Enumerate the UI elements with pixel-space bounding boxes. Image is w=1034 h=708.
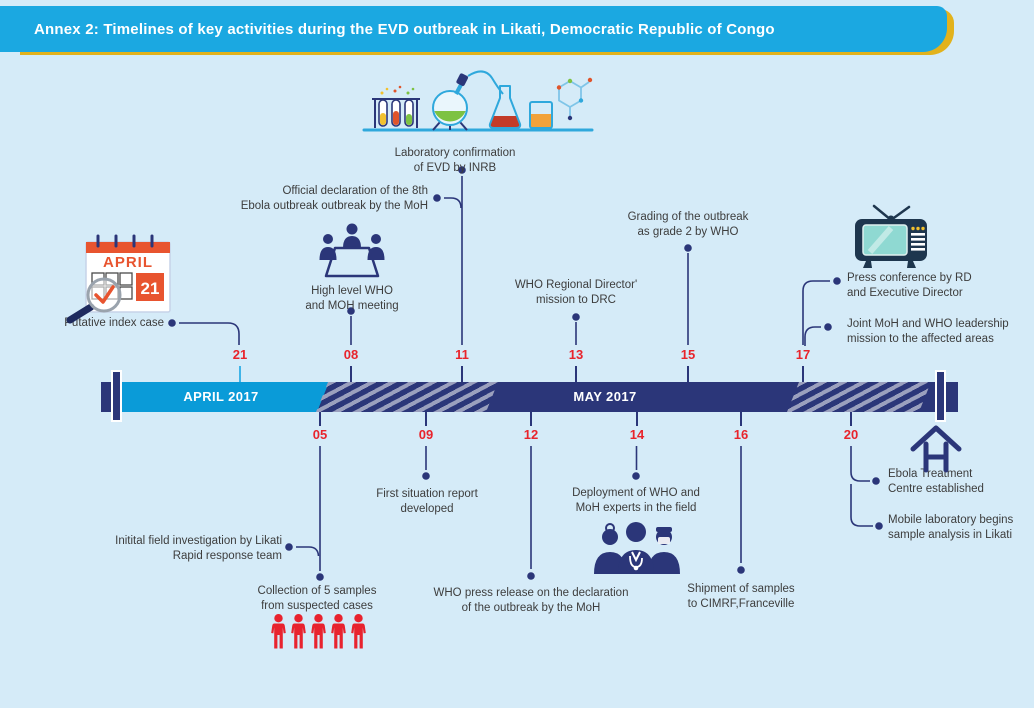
beaker (529, 101, 553, 129)
person-icon (311, 614, 326, 649)
event-label-field-investigation: Initital field investigation by Likati R… (115, 535, 282, 562)
person-icon (271, 614, 286, 649)
magnifier-handle (66, 303, 95, 324)
tv-icon (855, 204, 927, 268)
timeline-hatch-transition-2 (787, 382, 931, 412)
dot (824, 323, 832, 331)
dot (572, 313, 580, 321)
glass-tube (467, 70, 504, 95)
timeline-date: 17 (795, 347, 811, 362)
connector-joint-mission (804, 326, 821, 346)
timeline-date: 11 (455, 347, 469, 362)
dot (684, 244, 692, 252)
connector-putative (179, 322, 240, 345)
event-label-grading: Grading of the outbreak as grade 2 by WH… (627, 211, 749, 238)
test-tube-rack (372, 85, 420, 128)
calendar-magnifier-icon: APRIL 21 (66, 234, 171, 324)
event-label-mobile-lab: Mobile laboratory begins sample analysis… (888, 514, 1014, 541)
timeline-date: 08 (343, 347, 359, 362)
event-label-situation-report: First situation report developed (376, 488, 478, 515)
timeline-date: 15 (680, 347, 696, 362)
timeline-date: 14 (629, 427, 645, 442)
tv-screen (862, 224, 908, 256)
event-label-rd-mission: WHO Regional Director' mission to DRC (514, 279, 638, 306)
house-treatment-centre-icon (910, 425, 962, 473)
event-label-deployment: Deployment of WHO and MoH experts in the… (572, 487, 700, 514)
event-label-shipment: Shipment of samples to CIMRF,Franceville (687, 583, 795, 610)
event-label-joint-mission: Joint MoH and WHO leadership mission to … (847, 318, 1009, 345)
dot (285, 543, 293, 551)
timeline-left-bracket (111, 370, 122, 422)
calendar-month-text: APRIL (103, 254, 153, 271)
laboratory-icon (362, 70, 594, 132)
suspected-cases-persons (270, 614, 367, 650)
dot (632, 472, 640, 480)
event-label-official-declaration: Official declaration of the 8th Ebola ou… (240, 185, 428, 212)
month-label-april: APRIL 2017 (183, 389, 259, 404)
connector-mobile-lab (850, 484, 873, 527)
dot (422, 472, 430, 480)
person-icon (291, 614, 306, 649)
timeline-date: 13 (568, 347, 584, 362)
magnifier-lens (86, 277, 122, 313)
event-label-high-level-meeting: High level WHO and MOH meeting (305, 285, 399, 312)
connector-treatment-centre (850, 446, 870, 482)
timeline-segment-april (121, 382, 329, 412)
molecule (558, 79, 590, 116)
roof (910, 425, 962, 452)
timeline-date: 12 (523, 427, 539, 442)
dot (527, 572, 535, 580)
timeline-bar (101, 382, 958, 412)
erlenmeyer-flask (488, 85, 522, 129)
dot (316, 573, 324, 581)
timeline-date: 21 (232, 347, 248, 362)
round-flask (432, 70, 504, 131)
header-banner: Annex 2: Timelines of key activities dur… (0, 6, 947, 52)
month-label-may: MAY 2017 (573, 389, 637, 404)
event-label-sample-collection: Collection of 5 samples from suspected c… (257, 585, 377, 612)
event-label-press-conference: Press conference by RD and Executive Dir… (847, 272, 972, 299)
timeline-date: 09 (418, 427, 434, 442)
tv-legs (863, 261, 916, 268)
connector-declaration (444, 197, 462, 209)
page-title: Annex 2: Timelines of key activities dur… (34, 20, 775, 38)
check-mark (94, 285, 115, 304)
person-icon (331, 614, 346, 649)
event-label-press-release: WHO press release on the declaration of … (433, 587, 629, 614)
timeline-date: 16 (733, 427, 749, 442)
meeting-icon (319, 223, 385, 278)
event-label-treatment-centre: Ebola Treatment Centre established (888, 468, 984, 495)
mask (658, 537, 670, 544)
molecule-atoms (556, 77, 593, 121)
dot (875, 522, 883, 530)
event-label-lab-confirmation: Laboratory confirmation of EVD by INRB (394, 147, 516, 174)
connector-press-conference (802, 280, 830, 345)
dot (433, 194, 441, 202)
timeline-hatch-transition-1 (316, 382, 498, 412)
timeline-date: 05 (312, 427, 328, 442)
letter-h (923, 441, 949, 473)
medical-team-icon (594, 522, 680, 574)
timeline-right-bracket (935, 370, 946, 422)
collar (631, 551, 641, 563)
dot (872, 477, 880, 485)
calendar-day-text: 21 (141, 279, 160, 298)
dot (833, 277, 841, 285)
timeline-date: 20 (843, 427, 859, 442)
dot (737, 566, 745, 574)
person-icon (351, 614, 366, 649)
connector-field-branch (296, 546, 320, 557)
